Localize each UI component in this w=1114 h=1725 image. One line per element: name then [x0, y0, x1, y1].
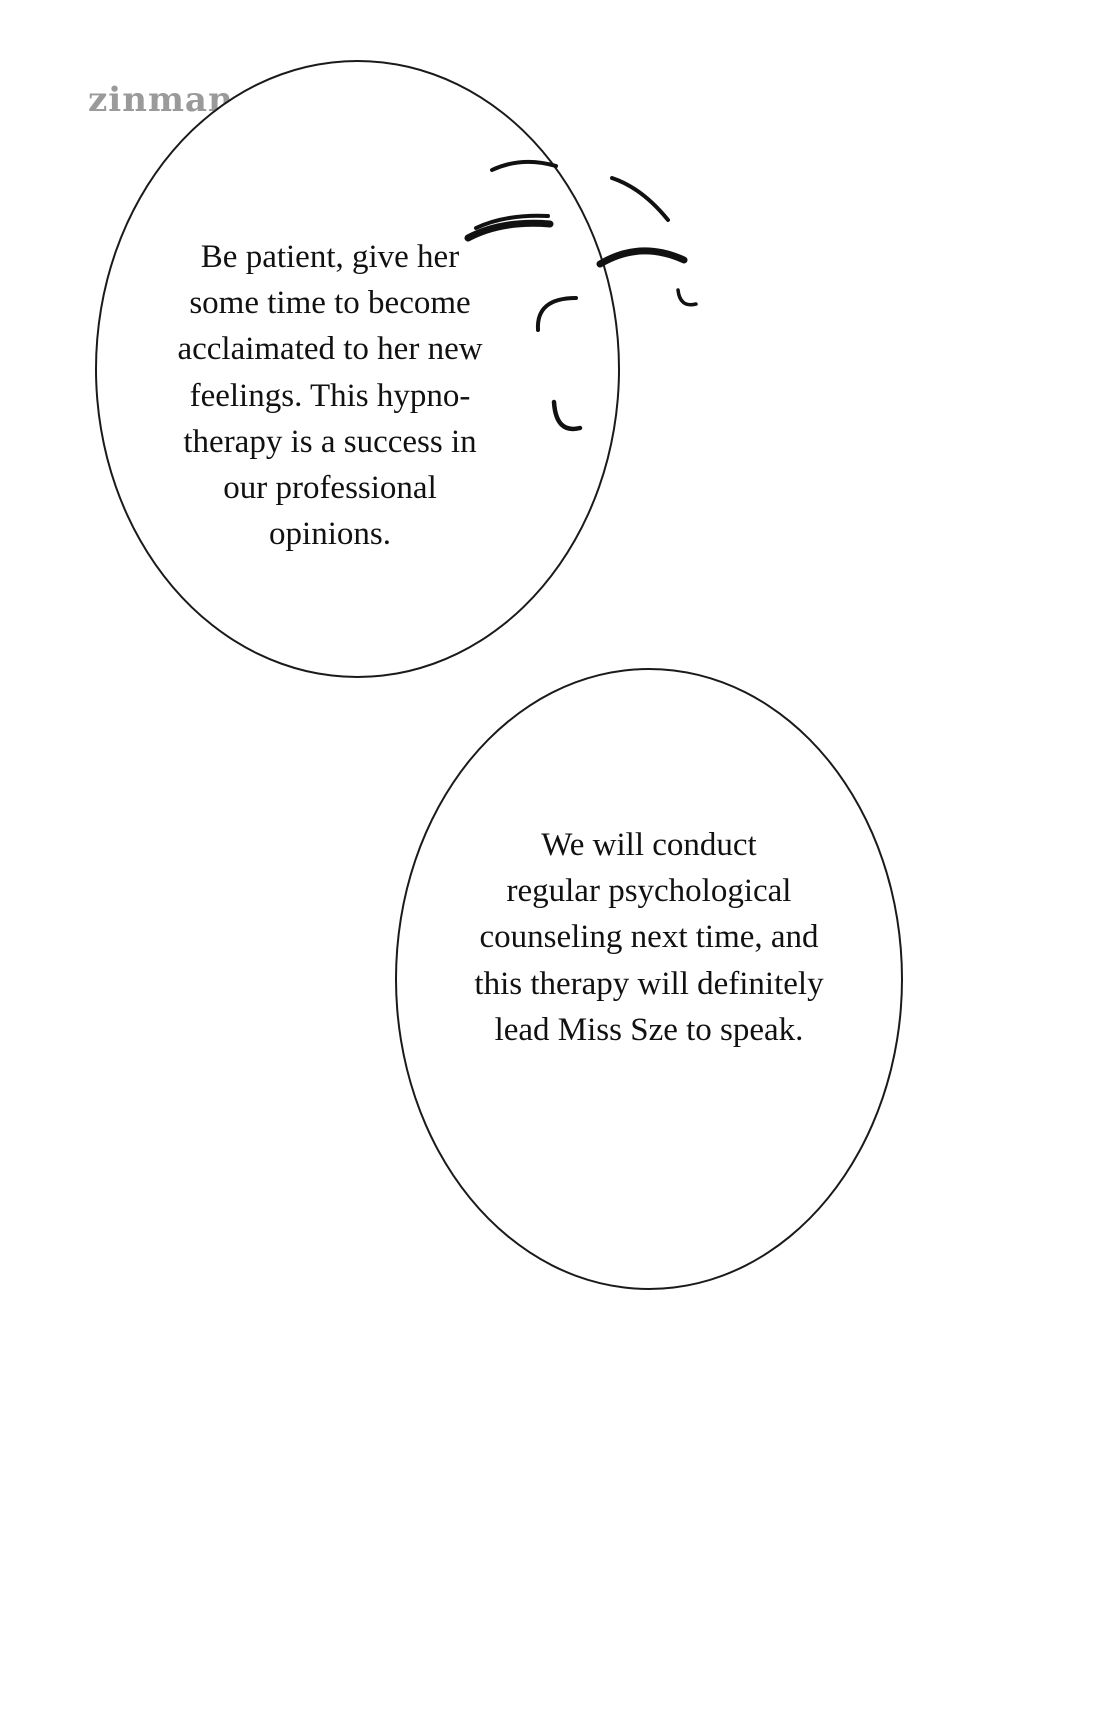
face-doodle-icon — [464, 159, 698, 432]
speech-bubble-1-text: Be patient, give her some time to become… — [177, 239, 483, 553]
right-closed-eye-stroke — [596, 247, 688, 268]
large-u-mark — [551, 399, 583, 432]
left-closed-eye-lash — [474, 213, 550, 230]
speech-bubble-2-text: We will conduct regular psychological co… — [474, 827, 824, 1048]
nose-curve-stroke — [535, 296, 578, 332]
left-closed-eye-stroke — [464, 219, 554, 242]
small-u-mark — [676, 288, 698, 307]
left-eyebrow-stroke — [490, 159, 558, 172]
speech-bubble-2: We will conduct regular psychological co… — [395, 668, 903, 1290]
right-eyebrow-stroke — [610, 176, 670, 222]
